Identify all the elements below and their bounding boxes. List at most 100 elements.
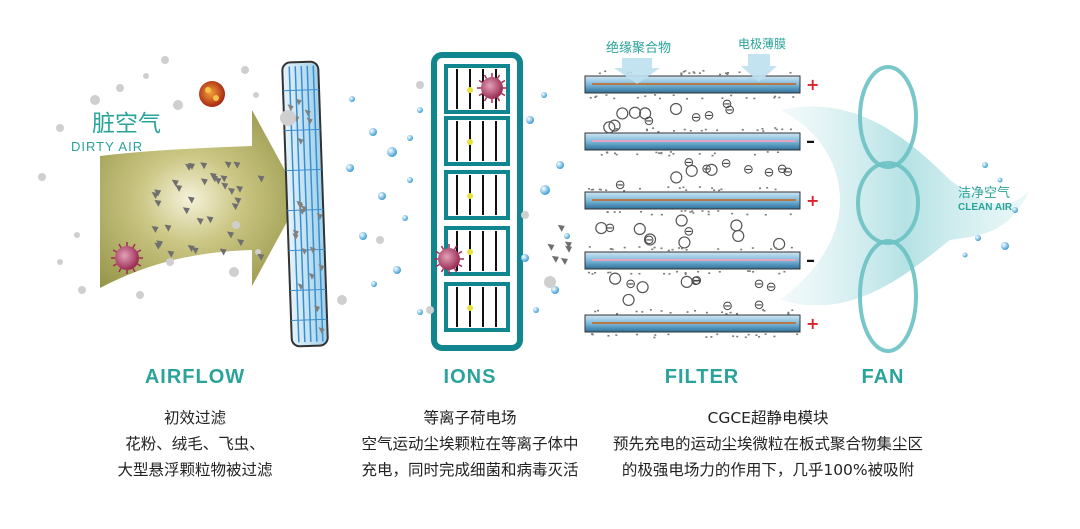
ion-cell (444, 170, 510, 220)
water-droplet (387, 147, 397, 157)
dust-speck (702, 70, 705, 72)
dust-speck (735, 312, 738, 315)
dust-speck (778, 96, 781, 99)
water-droplet (1001, 242, 1009, 250)
dust-particle (337, 295, 347, 305)
debris (313, 305, 321, 313)
dust-speck (731, 212, 734, 215)
virus-icon (434, 244, 464, 274)
dust-speck (759, 187, 762, 190)
dust-speck (726, 73, 729, 75)
dirty-air-arrow (100, 110, 300, 288)
dust-particle (229, 267, 239, 277)
dust-particle (280, 110, 296, 126)
dust-speck (704, 128, 707, 131)
debris (200, 178, 208, 186)
positive-sign: + (806, 314, 819, 333)
dust-speck (746, 270, 749, 272)
debris (316, 213, 323, 220)
dust-speck (595, 95, 598, 98)
debris (175, 184, 183, 192)
dust-speck (653, 336, 656, 339)
water-droplet (417, 107, 423, 113)
virus-spike (483, 97, 488, 102)
dust-speck (655, 151, 658, 154)
dust-speck (660, 247, 663, 250)
debris (233, 161, 241, 169)
dust-speck (764, 333, 767, 335)
ion-icon: ⊖ (691, 111, 702, 126)
ion-icon: ⊖ (764, 166, 775, 181)
dust-particle (166, 258, 174, 266)
dust-speck (660, 151, 663, 154)
desc-ions: 等离子荷电场 空气运动尘埃颗粒在等离子体中 充电，同时完成细菌和病毒灭活 (300, 405, 640, 483)
dust-speck (658, 97, 661, 100)
debris (295, 98, 302, 106)
ion-spark (467, 193, 473, 199)
dust-speck (653, 246, 656, 249)
dust-speck (609, 248, 612, 250)
dust-speck (727, 72, 730, 74)
water-droplet (1012, 207, 1018, 213)
dust-particle (143, 73, 149, 79)
water-droplet (982, 162, 988, 168)
dust-speck (615, 334, 618, 336)
dust-speck (710, 336, 713, 338)
particle-ring (730, 219, 743, 232)
desc-line: 大型悬浮颗粒物被过滤 (117, 461, 273, 479)
dust-speck (748, 270, 751, 272)
dust-speck (646, 128, 649, 131)
dust-speck (693, 72, 696, 74)
dust-speck (707, 210, 710, 213)
water-droplet (407, 177, 413, 183)
particle-ring (669, 102, 683, 116)
dust-speck (606, 151, 609, 154)
dust-speck (701, 97, 704, 100)
water-droplet (556, 161, 564, 169)
particle-ring (633, 222, 646, 236)
particle-ring (732, 229, 745, 243)
polymer-pointer-arrow (614, 58, 660, 84)
virus-spike (458, 250, 463, 255)
debris (296, 200, 303, 208)
dust-speck (605, 189, 608, 192)
dust-particle (416, 81, 424, 89)
dust-speck (740, 248, 743, 251)
debris (187, 196, 195, 204)
dust-speck (692, 71, 695, 73)
dust-speck (762, 130, 765, 132)
ion-icon: ⊖ (615, 178, 626, 193)
virus-spike (496, 74, 501, 79)
clean-air-en: CLEAN AIR (958, 202, 1013, 213)
debris (227, 187, 235, 195)
debris (304, 109, 311, 117)
dust-speck (688, 72, 691, 74)
dust-speck (711, 187, 714, 189)
dust-speck (636, 96, 639, 99)
prefilter (281, 60, 329, 348)
ion-icon: ⊖ (754, 277, 765, 292)
dust-speck (789, 71, 792, 74)
dust-speck (650, 213, 653, 216)
negative-sign: – (806, 250, 815, 271)
dust-speck (644, 95, 647, 98)
dirty-air-en: DIRTY AIR (71, 139, 143, 154)
ion-spark (467, 249, 473, 255)
dust-speck (701, 210, 704, 212)
virus-spike (453, 245, 458, 250)
dust-speck (672, 94, 675, 97)
dust-speck (641, 311, 644, 313)
water-droplet (526, 116, 534, 124)
dust-speck (761, 128, 764, 130)
debris (297, 137, 304, 145)
dust-particle (116, 84, 124, 92)
dust-speck (789, 213, 792, 216)
water-droplet (540, 185, 550, 195)
dust-speck (708, 272, 711, 274)
dust-speck (745, 97, 748, 99)
dust-speck (705, 311, 708, 314)
dust-particle (90, 95, 100, 105)
virus-spike (132, 268, 136, 273)
dust-speck (791, 309, 794, 312)
debris (182, 207, 190, 215)
